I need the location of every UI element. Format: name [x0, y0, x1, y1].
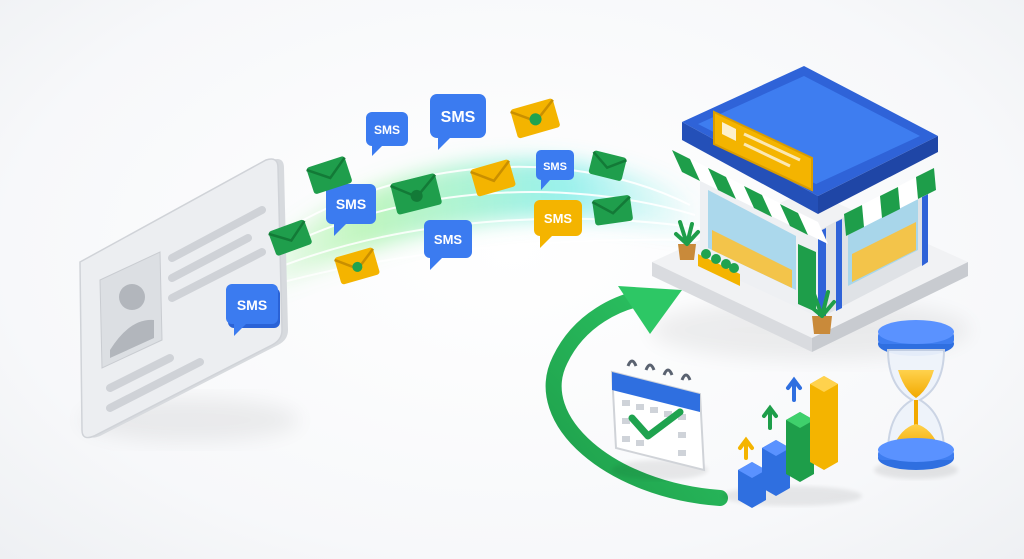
storefront-icon: [650, 66, 970, 360]
hourglass-icon: [874, 320, 958, 479]
sms-bubble-icon: SMS: [424, 220, 472, 270]
envelope-icon: [306, 156, 352, 194]
envelope-icon: [390, 173, 442, 215]
contact-card-icon: [79, 158, 300, 442]
curved-arrow-icon: [545, 286, 728, 506]
sms-bubble-icon: SMS: [326, 184, 376, 236]
sms-label: SMS: [374, 123, 400, 137]
sms-label: SMS: [441, 109, 476, 126]
sms-bubble-icon: SMS: [366, 112, 408, 156]
sms-bubble-icon: SMS: [430, 94, 486, 150]
envelope-icon: [470, 159, 516, 197]
envelope-icon: [334, 247, 380, 285]
sms-bubble-icon: SMS: [534, 200, 582, 248]
sms-bubble-icon: SMS: [226, 284, 280, 336]
sms-label: SMS: [544, 211, 573, 226]
growth-chart-icon: [722, 376, 862, 508]
sms-label: SMS: [237, 297, 267, 313]
envelope-icon: [510, 98, 560, 139]
sms-bubble-icon: SMS: [536, 150, 574, 190]
envelope-icon: [591, 195, 633, 226]
sms-label: SMS: [434, 232, 463, 247]
sms-label: SMS: [336, 196, 366, 212]
calendar-check-icon: [610, 359, 708, 480]
sms-label: SMS: [543, 161, 567, 173]
envelope-icon: [268, 219, 312, 256]
envelope-icon: [588, 150, 627, 181]
